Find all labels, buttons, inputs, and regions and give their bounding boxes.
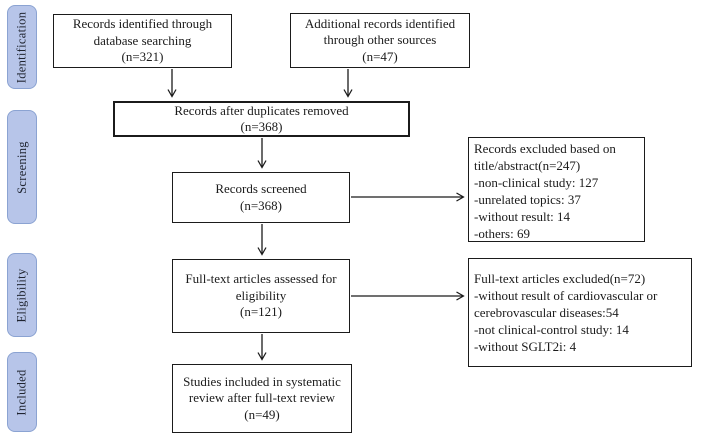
- box-fulltext-excluded: Full-text articles excluded(n=72) -witho…: [468, 258, 692, 367]
- stage-label-identification: Identification: [7, 5, 37, 89]
- box-fulltext-assessed-text: Full-text articles assessed for eligibil…: [185, 271, 337, 320]
- box-additional-records: Additional records identified through ot…: [290, 13, 470, 68]
- stage-label-included: Included: [7, 352, 37, 432]
- box-duplicates-removed: Records after duplicates removed (n=368): [113, 101, 410, 137]
- stage-label-text: Screening: [14, 140, 29, 194]
- stage-label-text: Identification: [14, 11, 29, 83]
- box-records-excluded-title-abstract: Records excluded based on title/abstract…: [468, 137, 645, 242]
- box-records-screened-text: Records screened (n=368): [215, 181, 307, 213]
- box-additional-records-text: Additional records identified through ot…: [304, 15, 456, 64]
- box-fulltext-excluded-text: Full-text articles excluded(n=72) -witho…: [474, 271, 658, 354]
- box-duplicates-removed-text: Records after duplicates removed (n=368): [174, 103, 349, 134]
- box-records-identified: Records identified through database sear…: [53, 14, 232, 68]
- box-studies-included: Studies included in systematic review af…: [172, 364, 352, 433]
- stage-label-screening: Screening: [7, 110, 37, 224]
- stage-label-text: Eligibility: [14, 268, 29, 322]
- box-studies-included-text: Studies included in systematic review af…: [183, 373, 341, 422]
- stage-label-text: Included: [14, 368, 29, 416]
- stage-label-eligibility: Eligibility: [7, 253, 37, 337]
- box-fulltext-assessed: Full-text articles assessed for eligibil…: [172, 259, 350, 333]
- box-records-screened: Records screened (n=368): [172, 172, 350, 223]
- box-records-excluded-text: Records excluded based on title/abstract…: [474, 141, 616, 241]
- box-records-identified-text: Records identified through database sear…: [72, 16, 213, 65]
